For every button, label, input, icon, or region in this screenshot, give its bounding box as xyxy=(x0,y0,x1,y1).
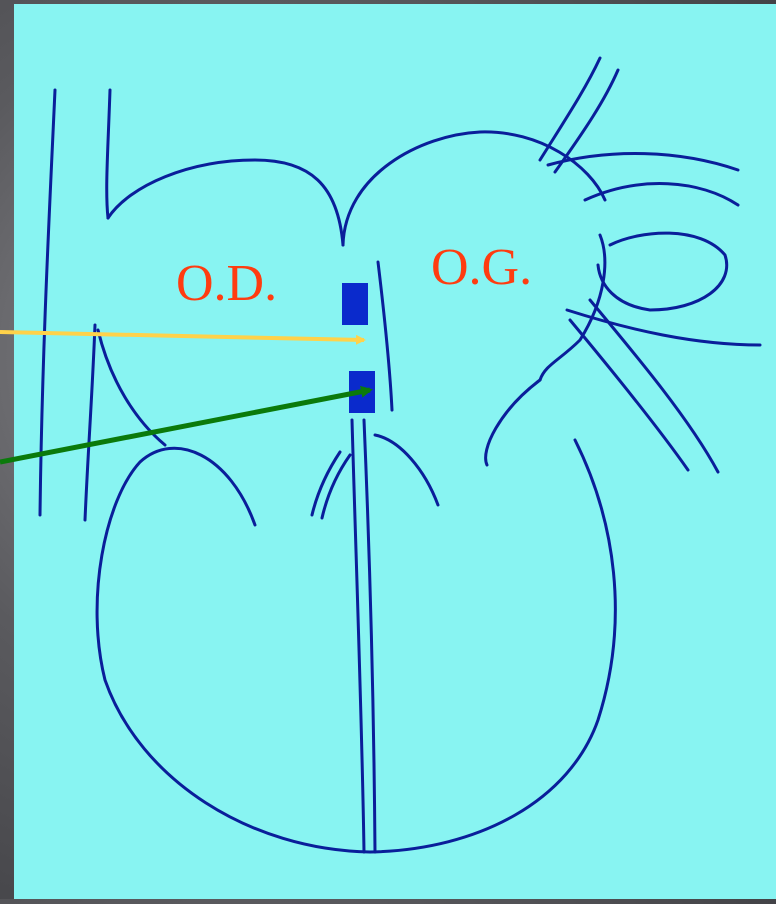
left-atrium-label: O.G. xyxy=(431,242,532,294)
upper-septal-patch xyxy=(342,283,368,325)
diagram-panel xyxy=(14,4,776,899)
right-atrium-label: O.D. xyxy=(176,258,277,310)
